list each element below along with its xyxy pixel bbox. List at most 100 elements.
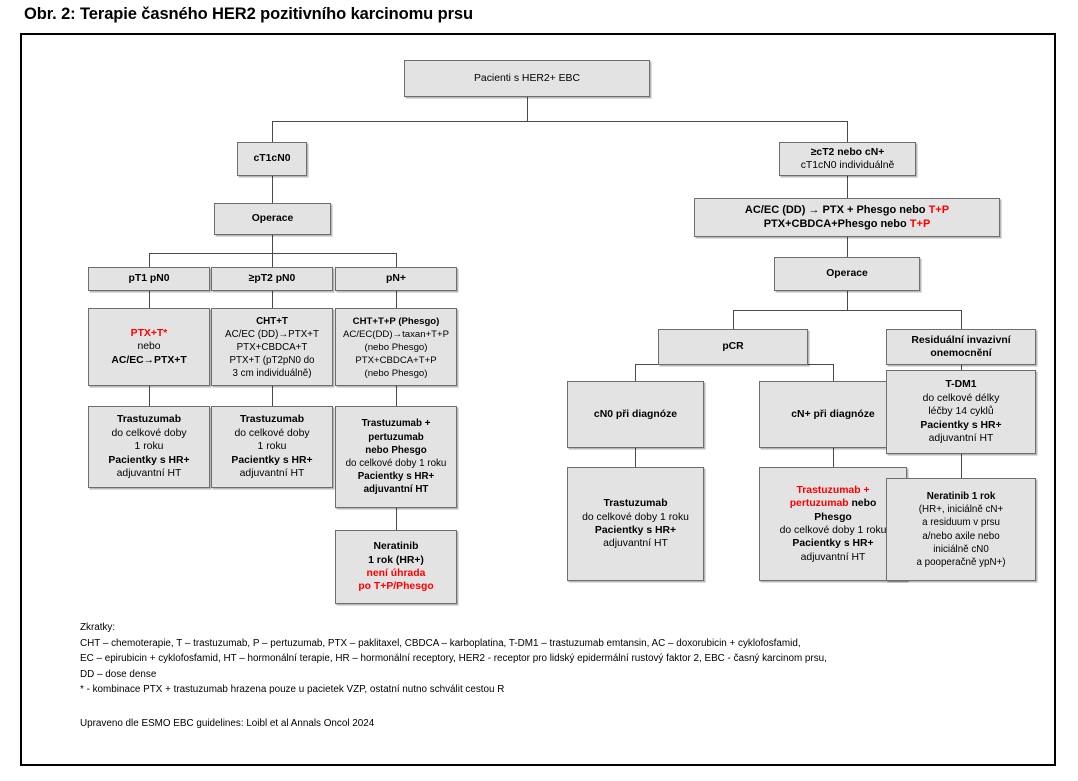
node-trast-pt2pn0-line4: Pacientky s HR+ <box>231 454 313 466</box>
node-trastuzumab-pt2-pn0[interactable]: Trastuzumab do celkové doby 1 roku Pacie… <box>211 406 333 488</box>
node-tx-pt2pn0-line3: PTX+CBDCA+T <box>236 341 308 353</box>
node-neoadj-line1-text: AC/EC (DD) → PTX + Phesgo nebo <box>744 204 929 217</box>
node-trast-cn0-line4: adjuvantní HT <box>603 538 668 550</box>
node-operace-left[interactable]: Operace <box>214 203 331 235</box>
node-trast-pt1pn0-line5: adjuvantní HT <box>116 468 182 480</box>
node-operace-right[interactable]: Operace <box>774 257 920 291</box>
legend-line-1: CHT – chemoterapie, T – trastuzumab, P –… <box>80 637 801 649</box>
connector-to-pt2pn0 <box>272 253 274 267</box>
node-tx-pt2pn0-line5: 3 cm individuálně) <box>232 367 312 379</box>
node-neratinib-left-line2: 1 rok (HR+) <box>368 554 424 566</box>
connector-cn0-trast <box>635 448 637 467</box>
node-ct1cn0-line1: cT1cN0 <box>253 153 291 165</box>
node-root-line1: Pacienti s HER2+ EBC <box>474 72 580 84</box>
node-cnplus-pri-diagnoze[interactable]: cN+ při diagnóze <box>759 381 907 448</box>
node-neratinib-right-line4: a/nebo axile nebo <box>922 530 1000 542</box>
node-cn0-pri-diagnoze[interactable]: cN0 při diagnóze <box>567 381 704 448</box>
node-tdm1[interactable]: T-DM1 do celkové délky léčby 14 cyklů Pa… <box>886 370 1036 454</box>
connector-pt1pn0-tx <box>149 291 151 308</box>
node-trast-pt2pn0-line3: 1 roku <box>257 441 287 453</box>
connector-operace-down <box>272 235 274 253</box>
node-trastuzumab-pn-plus[interactable]: Trastuzumab + pertuzumab nebo Phesgo do … <box>335 406 457 508</box>
node-pt2-pn0[interactable]: ≥pT2 pN0 <box>211 267 333 291</box>
legend-line-4: * - kombinace PTX + trastuzumab hrazena … <box>80 684 505 696</box>
connector-tdm1-neratinib <box>961 454 963 478</box>
node-pnplus-line1: pN+ <box>386 273 406 285</box>
node-trastuzumab-pt1-pn0[interactable]: Trastuzumab do celkové doby 1 roku Pacie… <box>88 406 210 488</box>
node-neratinib-left-line4: po T+P/Phesgo <box>358 581 434 593</box>
connector-tx-trast-c <box>396 386 398 406</box>
node-neratinib-right-line1: Neratinib 1 rok <box>926 490 996 502</box>
node-trast-cnplus-line1: Trastuzumab + <box>796 484 870 496</box>
node-neratinib-right-line6: a pooperačně ypN+) <box>916 556 1006 568</box>
node-tdm1-line3: léčby 14 cyklů <box>928 406 994 418</box>
node-treatment-pt2-pn0[interactable]: CHT+T AC/EC (DD)→PTX+T PTX+CBDCA+T PTX+T… <box>211 308 333 386</box>
node-neratinib-left-line1: Neratinib <box>373 541 419 553</box>
node-trastuzumab-cnplus[interactable]: Trastuzumab + pertuzumab nebo Phesgo do … <box>759 467 907 581</box>
legend-line-2: EC – epirubicin + cyklofosfamid, HT – ho… <box>80 653 827 665</box>
flowchart-canvas: Pacienti s HER2+ EBC cT1cN0 ≥cT2 nebo cN… <box>22 35 1058 768</box>
node-residual-disease[interactable]: Residuální invazivní onemocnění <box>886 329 1036 365</box>
abbreviations-legend: Zkratky: CHT – chemoterapie, T – trastuz… <box>80 620 1030 698</box>
node-treatment-pt1-pn0[interactable]: PTX+T* nebo AC/EC→PTX+T <box>88 308 210 386</box>
diagram-frame: Pacienti s HER2+ EBC cT1cN0 ≥cT2 nebo cN… <box>20 33 1056 766</box>
node-treatment-pn-plus[interactable]: CHT+T+P (Phesgo) AC/EC(DD)→taxan+T+P (ne… <box>335 308 457 386</box>
node-trast-pt1pn0-line1: Trastuzumab <box>116 414 182 426</box>
node-neoadj-line2-accent: T+P <box>909 217 931 230</box>
node-trast-pnplus-line3: nebo Phesgo <box>365 444 427 456</box>
connector-trast-neratinib <box>396 508 398 530</box>
connector-tx-trast-b <box>272 386 274 406</box>
connector-to-pt1pn0 <box>149 253 151 267</box>
node-trastuzumab-cn0[interactable]: Trastuzumab do celkové doby 1 roku Pacie… <box>567 467 704 581</box>
node-trast-pnplus-line2: pertuzumab <box>368 431 424 443</box>
node-root[interactable]: Pacienti s HER2+ EBC <box>404 60 650 97</box>
node-neoadjuvant-regimen[interactable]: AC/EC (DD) → PTX + Phesgo nebo T+P PTX+C… <box>694 198 1000 237</box>
node-tx-pnplus-line3: (nebo Phesgo) <box>364 341 428 353</box>
node-neratinib-left-line3: není úhrada <box>366 568 426 579</box>
node-ct1cn0[interactable]: cT1cN0 <box>237 142 307 176</box>
node-neratinib-right-line2: (HR+, iniciálně cN+ <box>918 504 1004 516</box>
node-tx-pt1pn0-line1: PTX+T* <box>130 327 168 339</box>
connector-pt2pn0-tx <box>272 291 274 308</box>
connector-to-residual <box>961 310 963 329</box>
node-trast-pt1pn0-line3: 1 roku <box>134 441 164 453</box>
node-residual-line2: onemocnění <box>930 348 992 359</box>
node-trast-cn0-line1: Trastuzumab <box>603 498 668 510</box>
node-operace-left-line1: Operace <box>251 213 294 225</box>
connector-to-pcr <box>733 310 735 329</box>
node-neratinib-right[interactable]: Neratinib 1 rok (HR+, iniciálně cN+ a re… <box>886 478 1036 581</box>
legend-heading: Zkratky: <box>80 622 116 633</box>
node-trast-cnplus-line4: do celkové doby 1 roku <box>779 525 887 536</box>
node-trast-pt2pn0-line2: do celkové doby <box>234 427 310 439</box>
node-trast-cnplus-line2-accent: pertuzumab <box>789 498 849 510</box>
node-neratinib-left[interactable]: Neratinib 1 rok (HR+) není úhrada po T+P… <box>335 530 457 604</box>
node-ct2cn-line1: ≥cT2 nebo cN+ <box>810 146 885 158</box>
connector-ct1cn0-operace <box>272 176 274 203</box>
node-trast-pnplus-line6: adjuvantní HT <box>363 484 429 496</box>
connector-level1-horizontal <box>272 121 848 123</box>
node-neoadj-line1: AC/EC (DD) → PTX + Phesgo nebo T+P <box>698 204 996 217</box>
node-neratinib-right-line3: a residuum v prsu <box>922 517 1000 529</box>
node-pcr[interactable]: pCR <box>658 329 808 365</box>
legend-line-3: DD – dose dense <box>80 668 157 680</box>
node-trast-cnplus-line5: Pacientky s HR+ <box>792 538 874 550</box>
node-pn-plus[interactable]: pN+ <box>335 267 457 291</box>
node-ct2-cn[interactable]: ≥cT2 nebo cN+ cT1cN0 individuálně <box>779 142 916 176</box>
node-trast-pnplus-line5: Pacientky s HR+ <box>357 471 435 483</box>
connector-to-cnplus-diag <box>833 364 835 381</box>
node-neoadj-line1-accent: T+P <box>928 204 950 217</box>
node-tdm1-line1: T-DM1 <box>945 379 977 391</box>
page-title: Obr. 2: Terapie časného HER2 pozitivního… <box>24 5 473 23</box>
node-pt1pn0-line1: pT1 pN0 <box>128 273 170 285</box>
source-citation: Upraveno dle ESMO EBC guidelines: Loibl … <box>80 718 375 729</box>
node-pt1-pn0[interactable]: pT1 pN0 <box>88 267 210 291</box>
node-tx-pt1pn0-line2: nebo <box>137 341 161 353</box>
node-tx-pnplus-line4: PTX+CBDCA+T+P <box>355 354 437 366</box>
connector-tx-trast-a <box>149 386 151 406</box>
node-trast-cn0-line3: Pacientky s HR+ <box>594 525 677 536</box>
node-pt2pn0-line1: ≥pT2 pN0 <box>248 273 296 285</box>
node-ct2cn-line2: cT1cN0 individuálně <box>800 160 895 171</box>
node-trast-cnplus-line2-text: nebo <box>848 498 877 510</box>
node-trast-cnplus-line6: adjuvantní HT <box>800 551 866 563</box>
connector-pnplus-tx <box>396 291 398 308</box>
